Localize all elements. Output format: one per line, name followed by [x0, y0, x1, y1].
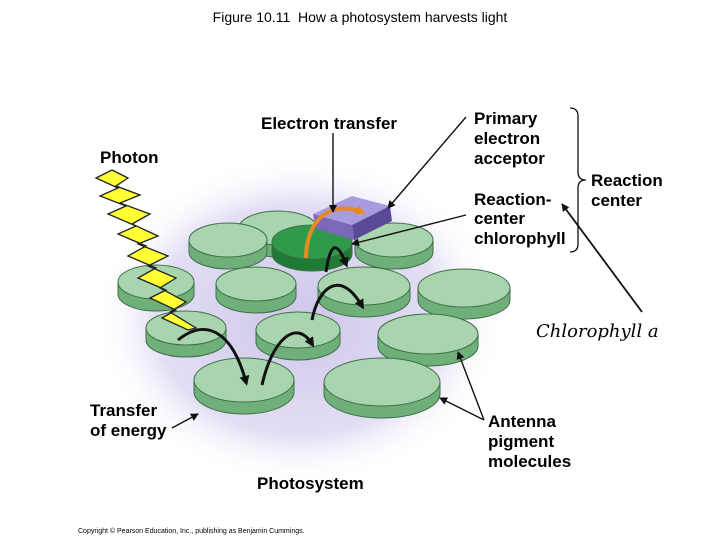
- primary-acceptor-label: Primary electron acceptor: [474, 109, 545, 168]
- reaction-center-chlorophyll-label: Reaction- center chlorophyll: [474, 190, 566, 248]
- chlorophyll-a-annotation: Chlorophyll a: [536, 321, 659, 342]
- antenna-pigment-disc: [194, 358, 294, 414]
- photon-label: Photon: [100, 148, 159, 167]
- antenna-pigment-disc: [216, 267, 296, 313]
- copyright-note: Copyright © Pearson Education, Inc., pub…: [78, 527, 305, 535]
- transfer-of-energy-label: Transfer of energy: [90, 401, 167, 440]
- electron-transfer-label: Electron transfer: [261, 114, 397, 133]
- antenna-pigment-disc: [324, 358, 440, 418]
- antenna-pigment-disc: [318, 267, 410, 317]
- antenna-pigment-label: Antenna pigment molecules: [488, 412, 571, 471]
- reaction-center-label: Reaction center: [591, 171, 668, 210]
- antenna-pigment-disc: [256, 312, 340, 360]
- leader-chlorophyll-a: [562, 204, 642, 312]
- reaction-center-bracket: [570, 108, 586, 252]
- antenna-pigment-disc: [418, 269, 510, 319]
- photosystem-label: Photosystem: [257, 474, 364, 493]
- antenna-pigment-disc: [189, 223, 267, 269]
